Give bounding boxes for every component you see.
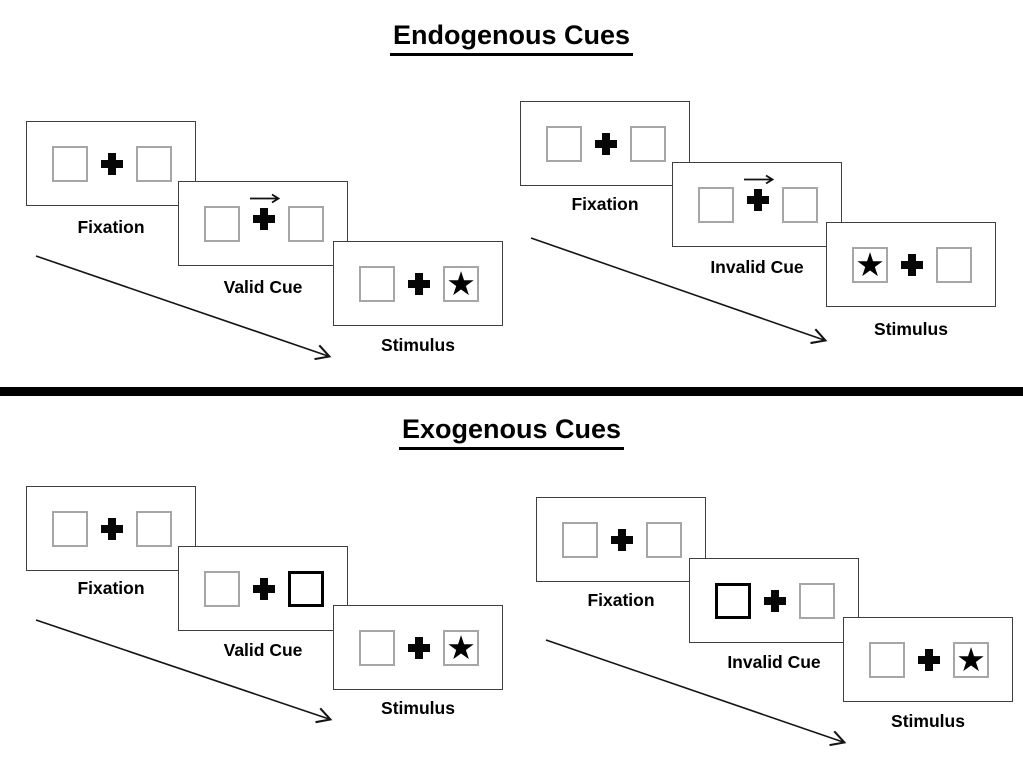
placeholder-box-left <box>204 206 240 242</box>
target-star-icon: ★ <box>956 639 986 679</box>
timeline-arrow <box>545 639 847 747</box>
exo-invalid-stimulus-panel: ★ <box>843 617 1013 702</box>
fixation-cross-icon <box>747 189 769 211</box>
fixation-cross-icon <box>764 590 786 612</box>
target-box: ★ <box>953 642 989 678</box>
exo-valid-cue-panel <box>178 546 348 631</box>
target-box: ★ <box>443 266 479 302</box>
endogenous-section-title: Endogenous Cues <box>0 20 1023 56</box>
placeholder-box-left <box>698 187 734 223</box>
panel-label: Fixation <box>77 217 145 237</box>
placeholder-box-right <box>799 583 835 619</box>
target-box: ★ <box>443 630 479 666</box>
panel-label: Stimulus <box>381 698 455 718</box>
exogenous-section-title: Exogenous Cues <box>0 414 1023 450</box>
panel-label: Valid Cue <box>223 640 303 660</box>
panel-label: Fixation <box>587 590 655 610</box>
placeholder-box-right <box>630 126 666 162</box>
fixation-cross-icon <box>408 273 430 295</box>
placeholder-box-left <box>546 126 582 162</box>
endo-invalid-fixation-panel <box>520 101 690 186</box>
section-title-text: Exogenous Cues <box>398 414 625 450</box>
placeholder-box-left <box>52 511 88 547</box>
endo-invalid-cue-panel <box>672 162 842 247</box>
target-star-icon: ★ <box>446 263 476 303</box>
panel-label: Invalid Cue <box>727 652 821 672</box>
endo-valid-fixation-panel <box>26 121 196 206</box>
endo-invalid-stimulus-panel: ★ <box>826 222 996 307</box>
panel-label: Invalid Cue <box>710 257 804 277</box>
fixation-cross-icon <box>611 529 633 551</box>
placeholder-box-left <box>869 642 905 678</box>
placeholder-box-right <box>646 522 682 558</box>
highlighted-cue-box <box>288 571 324 607</box>
placeholder-box-right <box>288 206 324 242</box>
placeholder-box-left <box>562 522 598 558</box>
endo-valid-cue-panel <box>178 181 348 266</box>
fixation-cross-icon <box>101 153 123 175</box>
exo-invalid-fixation-panel <box>536 497 706 582</box>
panel-label: Fixation <box>77 578 145 598</box>
fixation-cross-icon <box>408 637 430 659</box>
placeholder-box-left <box>359 630 395 666</box>
panel-label: Fixation <box>571 194 639 214</box>
fixation-cross-icon <box>901 254 923 276</box>
exo-invalid-cue-panel <box>689 558 859 643</box>
fixation-cross-icon <box>595 133 617 155</box>
cue-arrow-right-icon <box>250 193 281 204</box>
fixation-cross-icon <box>101 518 123 540</box>
target-star-icon: ★ <box>855 244 885 284</box>
target-star-icon: ★ <box>446 627 476 667</box>
fixation-cross-icon <box>253 208 275 230</box>
cue-arrow-right-icon <box>744 174 775 185</box>
highlighted-cue-box <box>715 583 751 619</box>
exo-valid-fixation-panel <box>26 486 196 571</box>
placeholder-box-right <box>136 511 172 547</box>
fixation-cross-icon <box>253 578 275 600</box>
placeholder-box-right <box>136 146 172 182</box>
panel-label: Stimulus <box>891 711 965 731</box>
panel-label: Valid Cue <box>223 277 303 297</box>
section-title-text: Endogenous Cues <box>389 20 633 56</box>
endo-valid-stimulus-panel: ★ <box>333 241 503 326</box>
exo-valid-stimulus-panel: ★ <box>333 605 503 690</box>
placeholder-box-right <box>782 187 818 223</box>
timeline-arrow <box>35 619 333 724</box>
panel-label: Stimulus <box>381 335 455 355</box>
placeholder-box-left <box>359 266 395 302</box>
fixation-cross-icon <box>918 649 940 671</box>
placeholder-box-left <box>204 571 240 607</box>
panel-label: Stimulus <box>874 319 948 339</box>
timeline-arrow <box>35 255 332 361</box>
section-divider <box>0 387 1023 396</box>
placeholder-box-right <box>936 247 972 283</box>
placeholder-box-left <box>52 146 88 182</box>
timeline-arrow <box>530 237 828 345</box>
target-box: ★ <box>852 247 888 283</box>
